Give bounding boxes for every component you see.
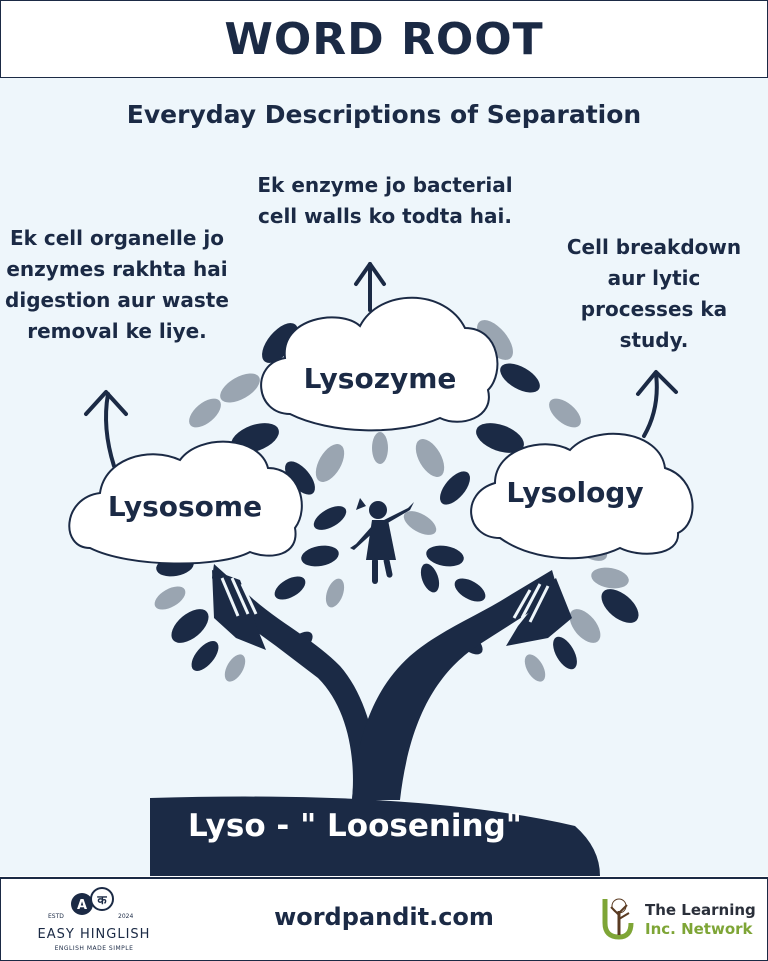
footer: A क ESTD 2024 EASY HINGLISH ENGLISH MADE…: [0, 877, 768, 961]
leaf: [440, 471, 470, 505]
leaf: [420, 563, 440, 593]
leaf: [601, 589, 639, 623]
leaf: [426, 545, 464, 567]
main-panel: Everyday Descriptions of Separation Ek c…: [0, 78, 768, 876]
description-lysozyme: Ek enzyme jo bacterial cell walls ko tod…: [257, 173, 513, 228]
svg-text:क: क: [96, 893, 107, 907]
leaf: [524, 654, 546, 682]
estd-label: ESTD: [48, 913, 64, 920]
subtitle: Everyday Descriptions of Separation: [126, 100, 642, 129]
site-link[interactable]: wordpandit.com: [274, 903, 494, 931]
ground-mound: [150, 796, 600, 876]
leaf: [476, 423, 524, 453]
clouds: [68, 296, 694, 565]
arrow-head: [354, 262, 386, 286]
leaf: [171, 609, 209, 643]
arrow-head: [84, 390, 128, 416]
description-lysosome: Ek cell organelle jo enzymes rakhta hai …: [5, 226, 229, 343]
leaf: [569, 609, 601, 643]
easy-hinglish-name: EASY HINGLISH: [37, 927, 151, 942]
leaf: [477, 320, 513, 360]
up-arrow-icon: [104, 392, 116, 468]
leaf: [301, 545, 339, 567]
word-lysozyme: Lysozyme: [303, 362, 457, 395]
leaf: [189, 398, 221, 428]
word-lysosome: Lysosome: [107, 490, 263, 523]
learning-network-line2: Inc. Network: [645, 920, 753, 938]
easy-hinglish-logo-icon: A क: [71, 887, 114, 915]
leaf: [500, 363, 540, 393]
leaf: [454, 578, 486, 602]
leaves: [154, 320, 639, 682]
hand-fingers: [220, 577, 550, 623]
leaf: [591, 567, 629, 589]
leaf: [315, 444, 345, 482]
description-lysology: Cell breakdown aur lytic processes ka st…: [566, 235, 742, 352]
leaf: [262, 323, 298, 363]
leaf: [313, 506, 347, 530]
leaf: [274, 576, 306, 600]
arrow-head: [636, 370, 678, 396]
learning-network-line1: The Learning: [645, 901, 756, 919]
trunk-and-hands: [212, 564, 572, 800]
up-arrow-icon: [642, 372, 659, 438]
tree-illustration: [68, 262, 694, 876]
leaf: [285, 461, 315, 495]
leaf: [403, 511, 437, 535]
estd-year: 2024: [118, 913, 134, 920]
cloud-lysozyme: [260, 296, 499, 432]
leaf: [372, 432, 388, 464]
arrows: [84, 262, 678, 468]
learning-network-logo-icon: [602, 898, 634, 940]
child-figure-icon: [350, 498, 414, 584]
leaf: [549, 398, 581, 428]
easy-hinglish-tagline: ENGLISH MADE SIMPLE: [54, 945, 134, 952]
cloud-lysosome: [68, 440, 303, 565]
root-label: Lyso - " Loosening": [188, 808, 522, 844]
leaf: [415, 439, 445, 477]
title-banner: WORD ROOT: [0, 0, 768, 78]
leaf: [220, 373, 260, 403]
leaf: [224, 654, 246, 682]
cloud-lysology: [470, 432, 694, 560]
leaf: [154, 586, 186, 610]
word-lysology: Lysology: [506, 476, 644, 509]
leaf: [553, 636, 577, 670]
svg-text:A: A: [77, 898, 87, 913]
leaf: [325, 578, 345, 608]
page-title: WORD ROOT: [224, 13, 544, 65]
leaf: [191, 641, 219, 671]
right-hand-icon: [506, 578, 572, 646]
right-branch: [352, 570, 556, 800]
